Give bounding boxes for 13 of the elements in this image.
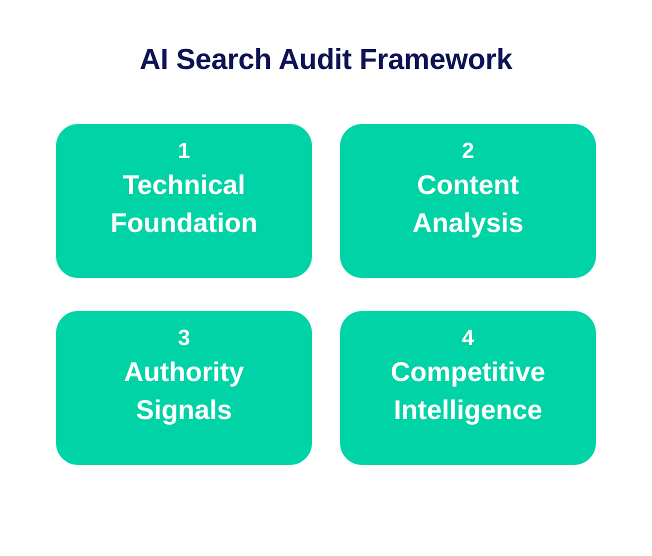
title: AI Search Audit Framework [140, 43, 512, 78]
step-title: Authority Signals [123, 356, 245, 427]
step-title: Technical Foundation [110, 169, 258, 240]
step-card [340, 124, 596, 278]
step-card [340, 311, 596, 465]
step-number: 2 [462, 137, 474, 165]
step-title: Content Analysis [411, 169, 525, 240]
step-title: Competitive Intelligence [390, 356, 546, 427]
step-number: 1 [178, 137, 190, 165]
step-card [56, 311, 312, 465]
step-number: 4 [462, 324, 474, 352]
step-card [56, 124, 312, 278]
step-number: 3 [178, 324, 190, 352]
